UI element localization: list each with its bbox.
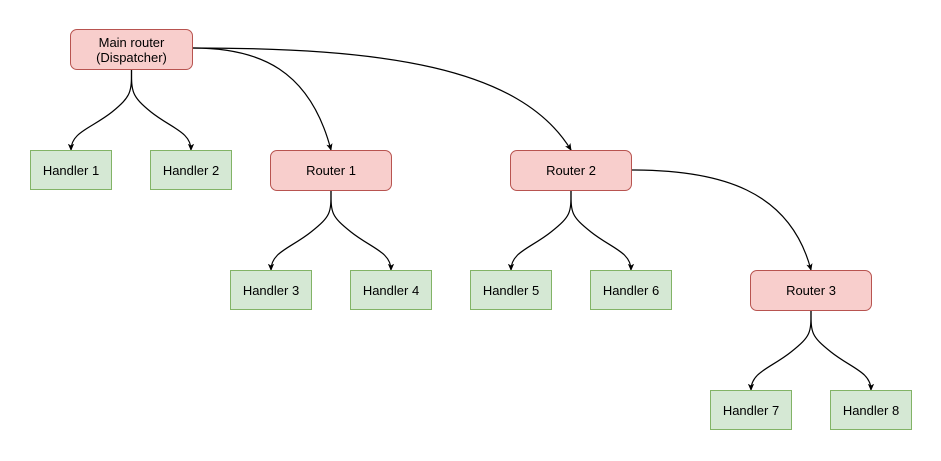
- node-handler7[interactable]: Handler 7: [710, 390, 792, 430]
- edge-router1-to-handler3: [267, 190, 332, 271]
- node-handler6[interactable]: Handler 6: [590, 270, 672, 310]
- node-label-handler6: Handler 6: [602, 282, 660, 298]
- node-handler8[interactable]: Handler 8: [830, 390, 912, 430]
- edges-group: [67, 47, 875, 391]
- node-handler4[interactable]: Handler 4: [350, 270, 432, 310]
- node-label-router2: Router 2: [546, 163, 596, 178]
- node-label-router3: Router 3: [786, 283, 836, 298]
- node-label-handler5: Handler 5: [482, 282, 540, 298]
- node-main[interactable]: Main router (Dispatcher): [70, 29, 193, 70]
- edge-router3-to-handler7: [747, 310, 812, 391]
- edge-router2-to-router3: [631, 169, 813, 271]
- node-label-handler7: Handler 7: [722, 402, 780, 418]
- node-label-handler3: Handler 3: [242, 282, 300, 298]
- edge-router2-to-handler6: [570, 190, 635, 271]
- edge-router3-to-handler8: [810, 310, 875, 391]
- edge-router1-to-handler4: [330, 190, 395, 271]
- edge-router2-to-handler5: [507, 190, 572, 271]
- node-label-handler4: Handler 4: [362, 282, 420, 298]
- node-label-handler2: Handler 2: [162, 162, 220, 178]
- node-router3[interactable]: Router 3: [750, 270, 872, 311]
- node-label-handler1: Handler 1: [42, 162, 100, 178]
- node-handler3[interactable]: Handler 3: [230, 270, 312, 310]
- edge-main-to-handler1: [67, 69, 133, 151]
- edge-main-to-router2: [192, 47, 572, 151]
- node-label-handler8: Handler 8: [842, 402, 900, 418]
- node-label-router1: Router 1: [306, 163, 356, 178]
- node-handler2[interactable]: Handler 2: [150, 150, 232, 190]
- edge-main-to-router1: [192, 47, 333, 151]
- node-label-main: Main router (Dispatcher): [96, 34, 167, 65]
- node-router1[interactable]: Router 1: [270, 150, 392, 191]
- node-router2[interactable]: Router 2: [510, 150, 632, 191]
- node-handler5[interactable]: Handler 5: [470, 270, 552, 310]
- edge-main-to-handler2: [130, 69, 195, 151]
- node-handler1[interactable]: Handler 1: [30, 150, 112, 190]
